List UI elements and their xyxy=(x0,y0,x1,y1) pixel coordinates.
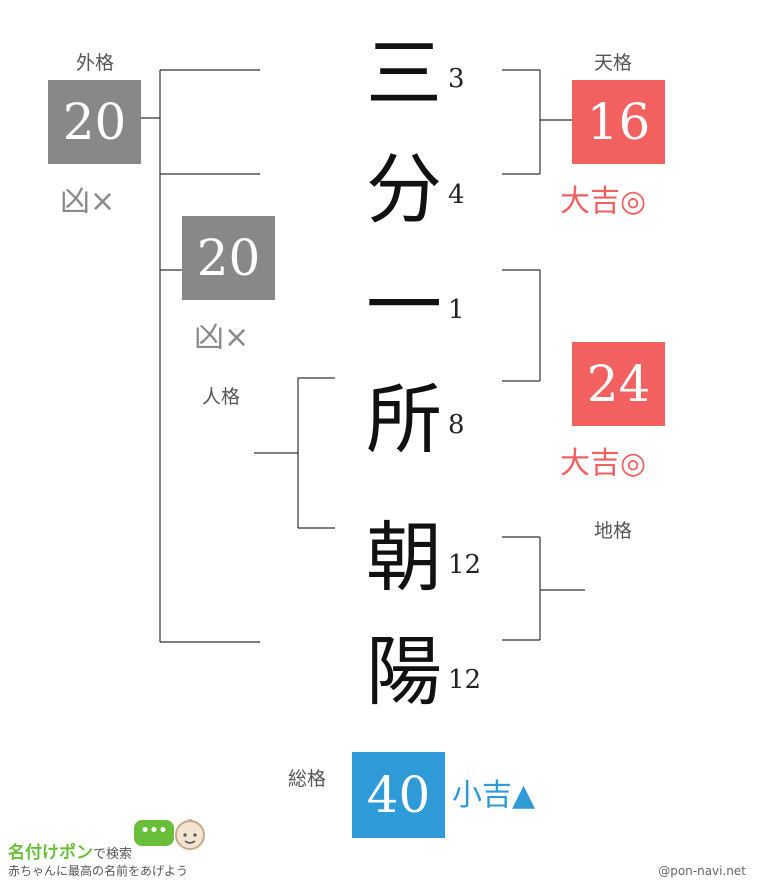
name-char-3: 一 xyxy=(366,261,442,350)
name-char-6: 陽 xyxy=(366,627,442,716)
soukaku-label: 総格 xyxy=(288,768,327,790)
stroke-count-3: 1 xyxy=(448,295,465,325)
name-char-1: 三 xyxy=(366,29,442,118)
stroke-count-5: 12 xyxy=(448,550,482,580)
soukaku-score-box: 40 xyxy=(352,752,445,838)
brand-suffix: で検索 xyxy=(93,847,133,862)
gaikaku-fortune: 凶× xyxy=(60,184,116,219)
tenkaku-label: 天格 xyxy=(594,52,633,74)
red-score-box-2: 24 xyxy=(572,342,665,426)
name-char-2: 分 xyxy=(366,145,442,234)
brand-name: 名付けポン xyxy=(8,843,93,863)
brand-logo[interactable]: 名付けポンで検索 xyxy=(8,838,132,863)
red-fortune-2: 大吉◎ xyxy=(560,446,647,481)
gaikaku-label: 外格 xyxy=(76,52,115,74)
name-char-5: 朝 xyxy=(366,513,442,602)
soukaku-fortune: 小吉▲ xyxy=(452,778,536,813)
chat-bubble-icon: ••• xyxy=(134,820,174,846)
stroke-count-6: 12 xyxy=(448,665,482,695)
gaikaku-score-box: 20 xyxy=(48,80,141,164)
name-char-4: 所 xyxy=(366,375,442,464)
stroke-count-1: 3 xyxy=(448,64,465,94)
stroke-count-4: 8 xyxy=(448,410,465,440)
inner-fortune: 凶× xyxy=(194,320,250,355)
chikaku-label: 地格 xyxy=(594,520,633,542)
stroke-count-2: 4 xyxy=(448,180,465,210)
site-credit[interactable]: @pon-navi.net xyxy=(658,864,746,878)
jinkaku-label: 人格 xyxy=(202,386,241,408)
tenkaku-fortune: 大吉◎ xyxy=(560,184,647,219)
baby-face-icon xyxy=(175,819,205,850)
tagline: 赤ちゃんに最高の名前をあげよう xyxy=(8,864,189,878)
tenkaku-score-box: 16 xyxy=(572,80,665,164)
inner-score-box: 20 xyxy=(182,216,275,300)
